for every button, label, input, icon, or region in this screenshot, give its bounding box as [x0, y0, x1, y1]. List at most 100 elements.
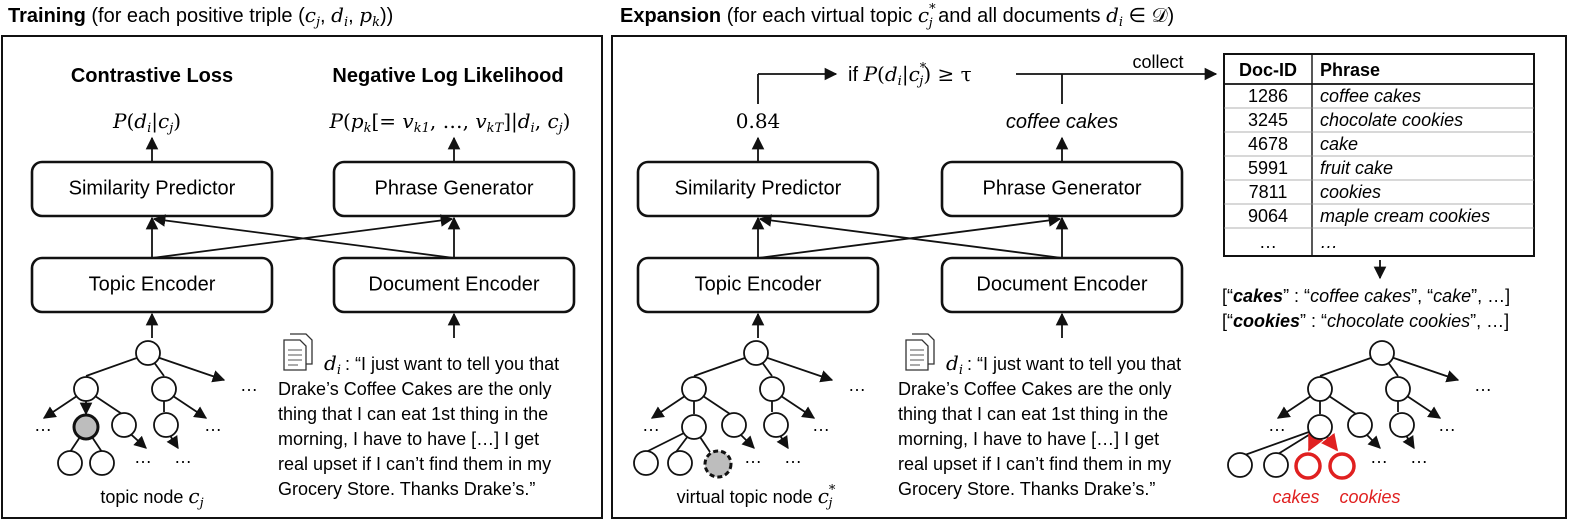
new-topic-node-cookies — [1328, 452, 1356, 480]
expansion-topic-encoder — [636, 256, 880, 314]
tree-node — [633, 450, 659, 476]
svg-text:di: “I just want to tell you t: di: “I just want to tell you that — [324, 351, 559, 378]
svg-text:real upset if I can’t find the: real upset if I can’t find them in my — [278, 454, 551, 474]
expansion-document-text: di: “I just want to tell you that Drake’… — [898, 351, 1181, 499]
target-topic-node — [72, 413, 100, 441]
cluster-cookies: [“cookies” : “chocolate cookies”, …] — [1222, 311, 1509, 331]
svg-text:real upset if I can’t find the: real upset if I can’t find them in my — [898, 454, 1171, 474]
tree-node — [1263, 452, 1289, 478]
svg-text:Grocery Store. Thanks Drake’s.: Grocery Store. Thanks Drake’s.” — [898, 479, 1155, 499]
tree-node — [1307, 376, 1333, 402]
virtual-topic-node-label: virtual topic node c*j — [677, 483, 836, 511]
svg-text:…: … — [240, 375, 258, 395]
svg-text:Phrase Generator: Phrase Generator — [983, 177, 1142, 199]
svg-text:…: … — [34, 415, 52, 435]
svg-text:Document Encoder: Document Encoder — [368, 273, 540, 295]
tree-node — [763, 412, 789, 438]
svg-text:di: “I just want to tell you t: di: “I just want to tell you that — [946, 351, 1181, 378]
topic-node-label: topic node cj — [100, 484, 203, 511]
svg-text:Drake’s Coffee Cakes are the o: Drake’s Coffee Cakes are the only — [898, 379, 1171, 399]
tree-node — [681, 376, 707, 402]
svg-text:…: … — [744, 447, 762, 467]
tree-node — [721, 412, 747, 438]
expansion-similarity-predictor — [636, 160, 880, 218]
table-cell: … — [1320, 232, 1338, 252]
expansion-document-encoder — [940, 256, 1184, 314]
tree-node — [743, 340, 769, 366]
tree-node — [681, 414, 707, 440]
svg-text:…: … — [1268, 415, 1286, 435]
table-cell: chocolate cookies — [1320, 110, 1463, 130]
tree-node — [135, 340, 161, 366]
svg-text:morning, I have to have […] I: morning, I have to have […] I get — [898, 429, 1159, 449]
tree-node — [89, 450, 115, 476]
tree-node — [153, 412, 179, 438]
virtual-topic-node — [703, 449, 733, 479]
table-header-phrase: Phrase — [1320, 60, 1380, 80]
table-cell: 3245 — [1248, 110, 1288, 130]
table-cell: 5991 — [1248, 158, 1288, 178]
table-cell: 1286 — [1248, 86, 1288, 106]
expansion-panel — [611, 35, 1567, 519]
svg-text:…: … — [1438, 415, 1456, 435]
tree-node — [1369, 340, 1395, 366]
tree-node — [759, 376, 785, 402]
expansion-topic-tree: … … … … … — [633, 340, 866, 479]
tree-node — [1227, 452, 1253, 478]
expansion-title: Expansion (for each virtual topic c*j an… — [620, 2, 1174, 31]
table-header-docid: Doc-ID — [1239, 60, 1297, 80]
svg-text:Similarity Predictor: Similarity Predictor — [675, 177, 842, 199]
training-phrase-generator — [332, 160, 576, 218]
tree-node — [1347, 412, 1373, 438]
tree-node — [151, 376, 177, 402]
expansion-phrase-generator — [940, 160, 1184, 218]
collect-label: collect — [1132, 52, 1183, 72]
svg-text:Similarity Predictor: Similarity Predictor — [69, 177, 236, 199]
nll-label: Negative Log Likelihood — [332, 65, 563, 87]
svg-text:Drake’s Coffee Cakes are the o: Drake’s Coffee Cakes are the only — [278, 379, 551, 399]
svg-text:Topic Encoder: Topic Encoder — [89, 273, 216, 295]
svg-text:Topic Encoder: Topic Encoder — [695, 273, 822, 295]
training-topic-encoder — [30, 256, 274, 314]
svg-text:…: … — [1410, 447, 1428, 467]
svg-text:…: … — [134, 447, 152, 467]
svg-text:…: … — [1370, 447, 1388, 467]
svg-text:…: … — [848, 375, 866, 395]
table-cell: fruit cake — [1320, 158, 1393, 178]
svg-text:…: … — [1474, 375, 1492, 395]
svg-text:thing that I can eat 1st thing: thing that I can eat 1st thing in the — [898, 404, 1168, 424]
contrastive-loss-label: Contrastive Loss — [71, 65, 233, 87]
tree-node — [111, 412, 137, 438]
svg-text:Document Encoder: Document Encoder — [976, 273, 1148, 295]
table-cell: cookies — [1320, 182, 1381, 202]
training-document-text: di: “I just want to tell you that Drake’… — [278, 351, 559, 499]
tree-node — [57, 450, 83, 476]
svg-text:…: … — [174, 447, 192, 467]
cluster-cakes: [“cakes” : “coffee cakes”, “cake”, …] — [1222, 286, 1510, 306]
tree-node — [1385, 376, 1411, 402]
tree-node — [1307, 414, 1333, 440]
generation-formula: P(pk[= vk1, …, vkT]|di, cj) — [329, 109, 571, 136]
new-node-label-cookies: cookies — [1339, 487, 1400, 507]
generated-phrase: coffee cakes — [1006, 111, 1118, 133]
table-cell: coffee cakes — [1320, 86, 1421, 106]
document-icon — [283, 333, 313, 371]
expanded-topic-tree: … … … … … — [1227, 340, 1492, 480]
table-cell: … — [1259, 232, 1277, 252]
collected-phrase-table: Doc-ID Phrase 1286 coffee cakes 3245 cho… — [1223, 53, 1535, 257]
training-topic-tree: … … … … … — [34, 340, 258, 476]
table-cell: cake — [1320, 134, 1358, 154]
new-node-label-cakes: cakes — [1272, 487, 1319, 507]
training-document-encoder — [332, 256, 576, 314]
svg-text:…: … — [812, 415, 830, 435]
svg-text:morning, I have to have […] I: morning, I have to have […] I get — [278, 429, 539, 449]
threshold-condition: if P(di|c*j) ≥ τ — [848, 61, 972, 89]
table-cell: 9064 — [1248, 206, 1288, 226]
similarity-formula: P(di|cj) — [112, 109, 181, 136]
training-panel — [1, 35, 603, 519]
svg-text:…: … — [204, 415, 222, 435]
tree-node — [73, 376, 99, 402]
svg-text:…: … — [642, 415, 660, 435]
svg-text:thing that I can eat 1st thing: thing that I can eat 1st thing in the — [278, 404, 548, 424]
